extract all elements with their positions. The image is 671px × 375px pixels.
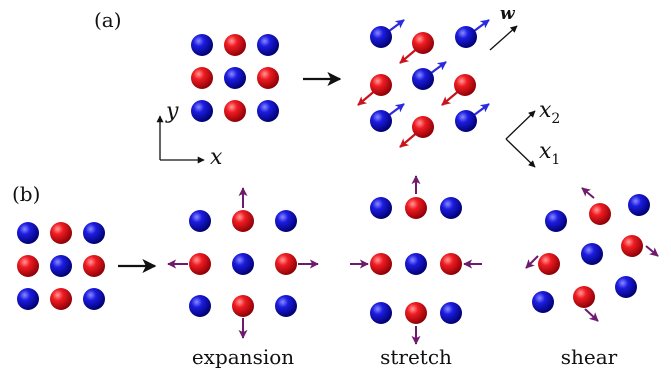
red-particle bbox=[405, 197, 427, 219]
red-particle bbox=[370, 253, 392, 275]
red-particle bbox=[405, 302, 427, 324]
red-particle bbox=[232, 210, 254, 232]
blue-particle bbox=[224, 67, 246, 89]
panel-b-label: (b) bbox=[12, 182, 40, 206]
blue-particle bbox=[275, 295, 297, 317]
caption-shear: shear bbox=[561, 345, 618, 369]
red-particle bbox=[538, 253, 560, 275]
blue-particle bbox=[83, 222, 105, 244]
blue-particle bbox=[189, 295, 211, 317]
blue-particle bbox=[17, 288, 39, 310]
red-particle bbox=[232, 295, 254, 317]
y-axis-label: y bbox=[165, 99, 179, 124]
shear-lattice bbox=[525, 187, 659, 322]
rotated-axes: x2 x1 bbox=[505, 98, 560, 168]
red-particle bbox=[275, 253, 297, 275]
caption-stretch: stretch bbox=[380, 345, 452, 369]
expansion-lattice bbox=[167, 187, 319, 339]
w-vector-label: w bbox=[500, 4, 516, 24]
lattice-a-transformed bbox=[357, 19, 490, 148]
red-particle bbox=[370, 74, 392, 96]
blue-particle bbox=[275, 210, 297, 232]
red-particle bbox=[454, 74, 476, 96]
blue-particle bbox=[545, 210, 567, 232]
blue-particle bbox=[405, 253, 427, 275]
blue-particle bbox=[628, 194, 650, 216]
blue-particle bbox=[17, 222, 39, 244]
blue-particle bbox=[440, 302, 462, 324]
blue-particle bbox=[581, 243, 603, 265]
red-particle bbox=[440, 253, 462, 275]
purple-arrow bbox=[581, 187, 595, 199]
red-particle bbox=[191, 67, 213, 89]
lattice-a-original bbox=[191, 34, 279, 122]
xy-axes: y x bbox=[156, 99, 223, 170]
red-particle bbox=[589, 203, 611, 225]
x2-axis-label: x2 bbox=[539, 98, 560, 127]
x1-axis-label: x1 bbox=[539, 139, 560, 168]
lattice-b-original bbox=[17, 222, 105, 310]
red-particle bbox=[83, 255, 105, 277]
red-particle bbox=[573, 286, 595, 308]
red-particle bbox=[412, 32, 434, 54]
blue-particle bbox=[370, 302, 392, 324]
red-particle bbox=[412, 116, 434, 138]
red-particle bbox=[621, 235, 643, 257]
stretch-lattice bbox=[350, 175, 482, 345]
red-particle bbox=[257, 67, 279, 89]
w-vector: w bbox=[489, 4, 518, 51]
x-axis-label: x bbox=[210, 145, 223, 170]
purple-arrow bbox=[645, 245, 659, 257]
blue-particle bbox=[440, 197, 462, 219]
blue-particle bbox=[191, 34, 213, 56]
blue-particle bbox=[232, 253, 254, 275]
blue-particle bbox=[615, 276, 637, 298]
red-particle bbox=[189, 253, 211, 275]
blue-particle bbox=[50, 255, 72, 277]
blue-particle bbox=[83, 288, 105, 310]
blue-particle bbox=[455, 110, 477, 132]
blue-particle bbox=[455, 26, 477, 48]
blue-particle bbox=[191, 100, 213, 122]
red-particle bbox=[224, 34, 246, 56]
red-particle bbox=[224, 100, 246, 122]
blue-particle bbox=[189, 210, 211, 232]
red-particle bbox=[50, 222, 72, 244]
blue-particle bbox=[412, 68, 434, 90]
panel-a-label: (a) bbox=[94, 8, 122, 32]
blue-particle bbox=[370, 110, 392, 132]
red-particle bbox=[17, 255, 39, 277]
red-particle bbox=[50, 288, 72, 310]
blue-particle bbox=[257, 34, 279, 56]
blue-particle bbox=[532, 291, 554, 313]
purple-arrow bbox=[525, 255, 539, 269]
caption-expansion: expansion bbox=[192, 345, 294, 369]
blue-particle bbox=[370, 26, 392, 48]
blue-particle bbox=[257, 100, 279, 122]
blue-particle bbox=[370, 197, 392, 219]
purple-arrow bbox=[584, 308, 599, 322]
